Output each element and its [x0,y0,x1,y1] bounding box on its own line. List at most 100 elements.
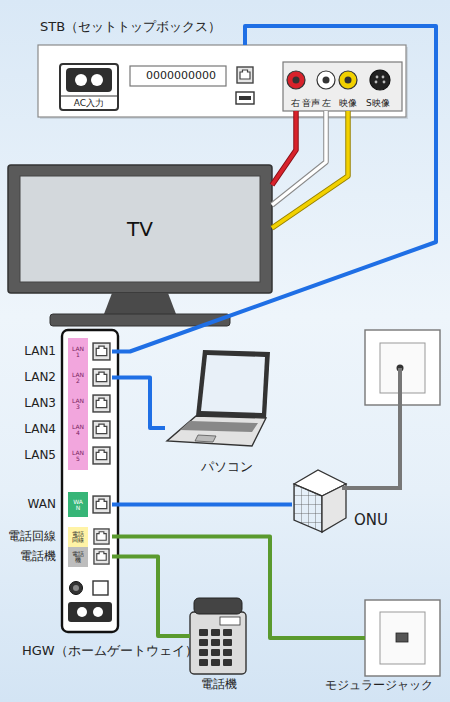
cable [112,378,165,429]
node-sublabel: LAN 1 [71,345,85,358]
port-cell: LAN5LAN 5 [68,445,112,466]
cable [272,111,296,185]
wall-outlet-part [380,343,425,393]
node-label: LAN5 [24,449,56,463]
cable [112,557,190,637]
stb-lan-port [237,67,253,83]
hgw-body-part [93,343,110,360]
ac-inlet-part [91,74,103,86]
av-panel-part [345,77,352,84]
stb-usb-port-part [239,96,251,100]
node-label: モジュラージャック [319,679,439,693]
av-jack-panel: 右音声左映像S映像 [283,62,402,111]
device-box: STB（セットトップボックス）AC入力0000000000右音声左映像S映像 [38,45,406,117]
node-label: LAN1 [24,345,56,359]
telephone-part [190,612,246,674]
ac-inlet [60,64,118,110]
node-sublabel: 電話 機 [71,550,85,563]
hgw-body-part [93,369,110,386]
node-label: STB（セットトップボックス） [40,20,221,35]
tv-set [8,165,272,326]
node-label: WAN [28,498,56,512]
hgw-body-part [62,330,118,632]
cable-outline [272,111,326,205]
display-panel: 0000000000 [130,66,232,86]
node-sublabel: 電話 回線 [71,530,85,543]
stb-body [38,45,408,119]
node-sublabel: WAN [71,498,85,511]
port-cell: LAN4LAN 4 [68,419,112,440]
hgw-body [62,330,118,632]
hgw-body-part [93,581,108,595]
node-label: HGW（ホームゲートウェイ） [22,644,198,659]
hgw-body-part [94,529,109,544]
node-sublabel: 左 [322,99,331,108]
tv-set-part [8,165,272,293]
port-cell: 電話機電話 機 [68,547,112,566]
node-sublabel: LAN 5 [71,449,85,462]
av-panel-part [375,81,378,84]
hgw-body-part [68,547,88,567]
ac-inlet-part [66,68,112,92]
hgw-body-part [73,585,79,591]
stb-usb-port-part [236,92,254,104]
modular-jack-part [396,633,408,642]
av-panel-part [383,81,386,84]
wall-outlet-part [365,330,440,405]
port-cell: LAN1LAN 1 [68,341,112,362]
laptop-part [196,350,270,418]
hgw-body-part [77,607,87,617]
node-label: 0000000000 [130,66,232,86]
telephone-part [194,598,242,614]
ac-inlet-part [60,64,118,110]
port-cell: LAN3LAN 3 [68,393,112,414]
onu-box-part [322,484,346,532]
telephone-part [198,628,234,668]
laptop-part [167,416,266,446]
laptop-part [195,435,216,442]
cable-outline [272,111,348,228]
node-label: 電話機 [20,550,56,564]
optical-cable-part [342,368,400,488]
cable-outline [272,111,296,185]
modular-jack [365,600,440,676]
wall-outlet [365,330,440,405]
av-panel-part [376,76,379,79]
node-label: ONU [354,512,388,529]
port-cell: WANWAN [68,493,112,516]
node-sublabel: S映像 [366,99,390,108]
tv-box: TV [8,165,272,293]
node-label: 電話回線 [8,530,56,544]
laptop [167,350,270,446]
av-panel-part [293,77,300,84]
node-sublabel: LAN 4 [71,423,85,436]
node-label: LAN4 [24,423,56,437]
hgw-body-part [70,582,83,595]
cable [112,537,365,639]
gateway-box: HGW（ホームゲートウェイ）LAN1LAN 1LAN2LAN 2LAN3LAN … [62,330,118,632]
laptop-part [201,355,265,413]
node-label: パソコン [173,460,280,475]
tv-set-part [104,293,176,314]
av-panel-part [339,71,357,89]
node-sublabel: 音声 [302,99,320,108]
pc-box: パソコン [165,348,272,448]
node-label: 電話機 [180,678,258,692]
av-panel-part [382,76,385,79]
node-label: 右 [291,99,300,108]
power-inlet: AC入力 [60,64,118,110]
hgw-body-part [68,338,88,470]
telephone [190,598,246,674]
hgw-body-part [93,496,110,513]
hgw-body-part [93,447,110,464]
cable [272,111,326,205]
laptop-part [180,421,258,432]
av-panel [283,62,402,111]
hgw-body-part [93,421,110,438]
av-panel-part [287,71,305,89]
av-panel-part [283,62,402,111]
cable [112,503,292,507]
av-panel-part [323,77,330,84]
